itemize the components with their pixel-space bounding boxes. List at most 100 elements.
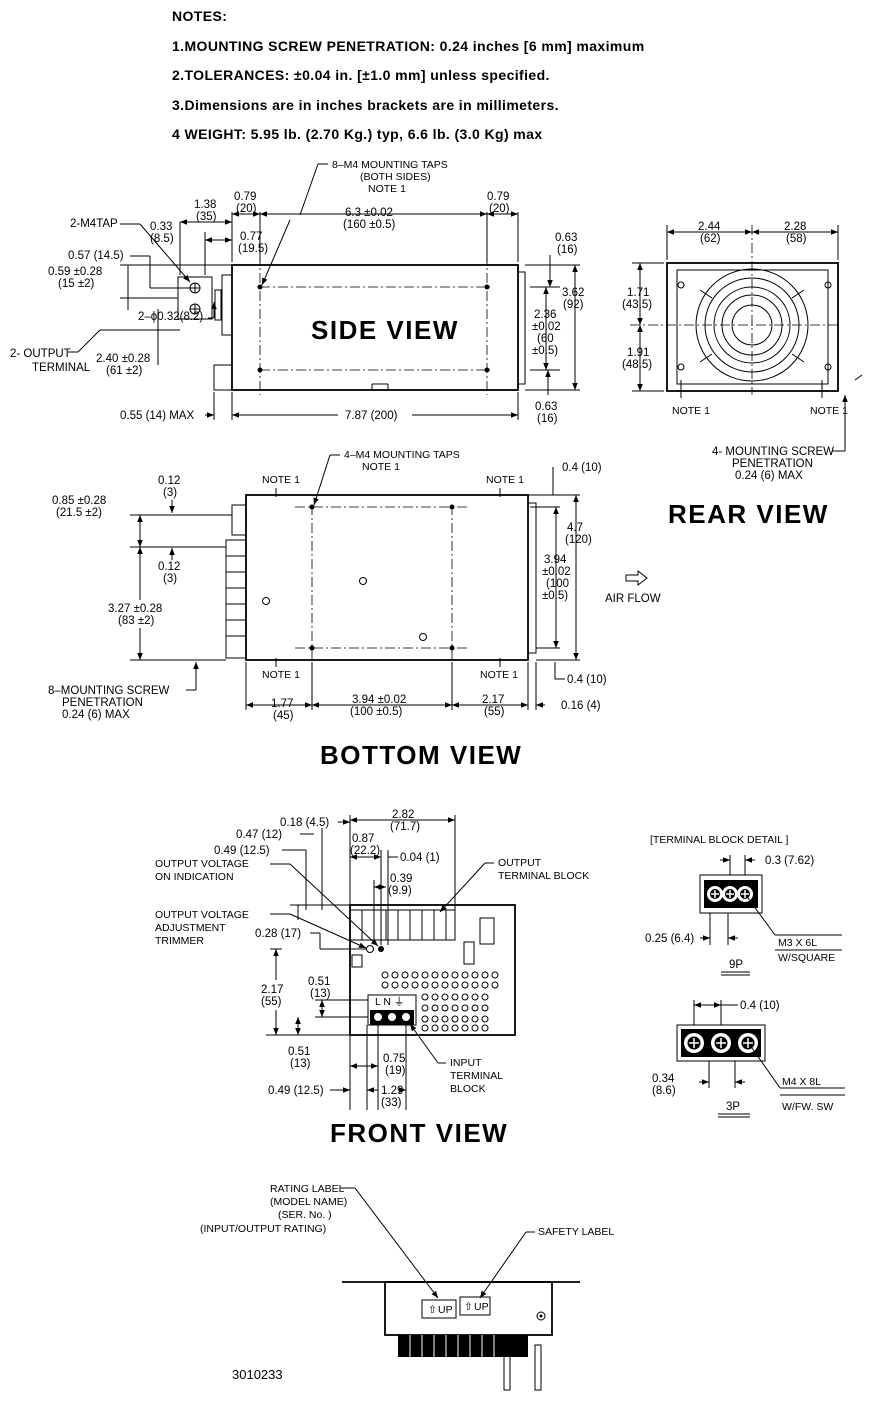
dim-label: 0.4 (10) — [567, 674, 607, 686]
dim-label: (13) — [290, 1058, 311, 1070]
dim-label: (9.9) — [388, 885, 412, 897]
note-4: 4 WEIGHT: 5.95 lb. (2.70 Kg.) typ, 6.6 l… — [172, 126, 543, 142]
dim-label: (16) — [557, 244, 578, 256]
bottom-note-label: NOTE 1 — [262, 669, 300, 681]
vent-hole — [471, 1004, 479, 1012]
vent-hole — [481, 971, 489, 979]
dim-label: (19) — [385, 1065, 406, 1077]
dim-label: ±0.02 — [542, 566, 571, 578]
rear-screw — [824, 363, 832, 371]
dim-label: 0.04 (1) — [400, 852, 440, 864]
pin-count-label: 3P — [726, 1101, 740, 1113]
up-label: UP — [438, 1304, 453, 1316]
vent-hole — [441, 971, 449, 979]
vent-hole — [431, 971, 439, 979]
vent-hole — [401, 971, 409, 979]
side-view: SIDE VIEW 8–M4 MOUNTING TAPS (BOTH SIDES… — [10, 159, 584, 425]
m4tap-label: 2-M4TAP — [70, 218, 118, 230]
side-tap-hole — [257, 367, 263, 373]
drawing-number: 3010233 — [232, 1367, 283, 1382]
bottom-taps-label: NOTE 1 — [362, 461, 400, 473]
dim-label: (83 ±2) — [118, 615, 155, 627]
bottom-penetration-label: PENETRATION — [62, 697, 143, 709]
rating-label-text: (INPUT/OUTPUT RATING) — [200, 1223, 326, 1235]
dim-label: 0.55 (14) MAX — [120, 410, 194, 422]
vent-hole — [421, 1015, 429, 1023]
side-tap-hole — [484, 367, 490, 373]
vent-hole — [431, 1024, 439, 1032]
dim-label: (120) — [565, 534, 592, 546]
dim-label: 0.51 — [288, 1046, 310, 1058]
dim-label: (55) — [484, 706, 505, 718]
trimmer-label: OUTPUT VOLTAGE — [155, 909, 249, 921]
rating-up-icon: ⇧ — [428, 1304, 437, 1316]
label-location-view: RATING LABEL (MODEL NAME) (SER. No. ) (I… — [200, 1183, 614, 1391]
vent-hole — [451, 981, 459, 989]
vent-hole — [391, 981, 399, 989]
bottom-body-outline — [245, 494, 529, 661]
dim-label: (58) — [786, 233, 807, 245]
bottom-penetration-label: 8–MOUNTING SCREW — [48, 685, 170, 697]
dim-label: ±0.5) — [532, 345, 558, 357]
vent-hole — [421, 993, 429, 1001]
output-voltage-on-label: OUTPUT VOLTAGE — [155, 858, 249, 870]
dim-label: (60 — [537, 333, 554, 345]
dim-label: (62) — [700, 233, 721, 245]
bottom-note-label: NOTE 1 — [262, 474, 300, 486]
dim-label: 1.91 — [627, 347, 649, 359]
dim-label: (8.6) — [652, 1085, 676, 1097]
dim-label: 0.34 — [652, 1073, 675, 1085]
rear-note-label: NOTE 1 — [810, 405, 848, 417]
dim-label: 3.94 ±0.02 — [352, 694, 406, 706]
dim-label: 0.47 (12) — [236, 829, 282, 841]
rear-note-label: NOTE 1 — [672, 405, 710, 417]
dim-label: 3.27 ±0.28 — [108, 603, 162, 615]
dim-label: (61 ±2) — [106, 365, 143, 377]
vent-hole — [451, 971, 459, 979]
vent-hole — [401, 981, 409, 989]
vent-hole — [391, 971, 399, 979]
trimmer-label: TRIMMER — [155, 935, 204, 947]
vent-hole — [461, 981, 469, 989]
vent-hole — [471, 1015, 479, 1023]
input-terminal-markings: L N ⏚ — [375, 996, 404, 1008]
front-fuse — [479, 917, 495, 945]
dim-label: (48.5) — [622, 359, 652, 371]
vent-hole — [451, 1015, 459, 1023]
dim-label: 0.79 — [234, 191, 256, 203]
bottom-end-plate — [527, 502, 537, 654]
vent-hole — [431, 1015, 439, 1023]
bottom-tap-hole — [309, 504, 315, 510]
vent-hole — [491, 971, 499, 979]
bottom-hole — [419, 633, 427, 641]
dim-label: (92) — [563, 299, 584, 311]
dim-label: (160 ±0.5) — [343, 219, 396, 231]
bottom-view-title: BOTTOM VIEW — [320, 740, 522, 770]
front-view-title: FRONT VIEW — [330, 1118, 508, 1148]
dim-label: (3) — [163, 573, 177, 585]
notes-block: NOTES: 1.MOUNTING SCREW PENETRATION: 0.2… — [172, 6, 645, 154]
rear-screw — [677, 363, 685, 371]
dim-label: 0.28 (17) — [255, 928, 301, 940]
dim-label: 7.87 (200) — [345, 410, 398, 422]
front-component — [351, 954, 363, 968]
dim-label: 0.49 (12.5) — [214, 845, 270, 857]
dim-label: (100 — [546, 578, 569, 590]
input-terminal-block-label: TERMINAL — [450, 1070, 503, 1082]
dim-label: (22.2) — [350, 845, 380, 857]
rear-screw — [824, 281, 832, 289]
side-tap-hole — [484, 284, 490, 290]
dim-label: 1.71 — [627, 287, 649, 299]
front-body-outline — [349, 904, 516, 1036]
safety-label-box — [459, 1296, 491, 1316]
side-terminal-plate — [221, 274, 233, 336]
output-voltage-on-label: ON INDICATION — [155, 871, 234, 883]
dim-label: (16) — [537, 413, 558, 425]
rear-penetration-label: 0.24 (6) MAX — [735, 470, 803, 482]
dim-label: 3.62 — [562, 287, 584, 299]
dim-label: (13) — [310, 988, 331, 1000]
vent-hole — [441, 993, 449, 1001]
bottom-note-label: NOTE 1 — [480, 669, 518, 681]
vent-hole — [451, 1004, 459, 1012]
